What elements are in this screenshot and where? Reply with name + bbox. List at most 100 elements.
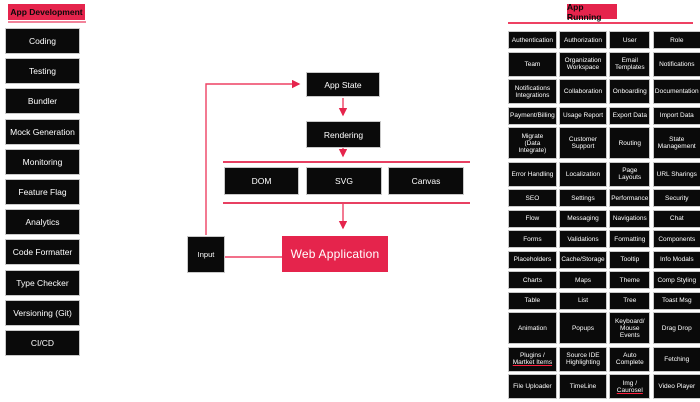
feature-cell: Popups [559, 312, 607, 344]
dev-tool-box: Testing [5, 58, 80, 85]
dom-node: DOM [224, 167, 299, 195]
dev-tool-box: Monitoring [5, 148, 80, 175]
svg-node: SVG [306, 167, 382, 195]
feature-cell: Navigations [609, 209, 651, 228]
feature-label: Comp Styling [657, 276, 697, 284]
feature-label: Authorization [564, 36, 602, 44]
dev-tool-box: Analytics [5, 209, 80, 236]
feature-label: Localization [565, 170, 601, 178]
feature-label: Img / Caurosel [616, 379, 643, 394]
dev-tool-box: Mock Generation [5, 118, 80, 145]
feature-label: Authentication [511, 36, 553, 44]
feature-cell: Validations [559, 230, 607, 248]
feature-cell: Drag Drop [652, 312, 700, 344]
feature-cell: Theme [609, 271, 651, 289]
feature-label: Email Templates [614, 57, 645, 71]
feature-label: Performance [611, 194, 649, 202]
feature-cell: Fetching [652, 346, 700, 372]
feature-label: TimeLine [569, 383, 597, 390]
feature-cell: Migrate (Data Integrate) [508, 127, 557, 159]
left-title-underline [8, 21, 86, 23]
feature-cell: Forms [508, 230, 557, 248]
feature-label: Team [524, 60, 541, 68]
left-panel-title: App Development [8, 4, 85, 20]
dev-tool-box: Versioning (Git) [5, 299, 80, 326]
web-application-node: Web Application [282, 236, 388, 272]
feature-cell: Plugins / Martket Items [508, 346, 557, 372]
feature-label: Forms [523, 235, 542, 243]
feature-label: Info Modals [659, 256, 694, 263]
feature-cell: Routing [609, 127, 651, 159]
feature-label: Maps [575, 276, 591, 284]
feature-cell: Collaboration [559, 79, 607, 104]
feature-cell: Img / Caurosel [609, 374, 651, 399]
feature-label: Theme [619, 276, 640, 284]
dev-tool-label: Code Formatter [12, 247, 73, 258]
dev-tools-list: Coding Testing Bundler Mock Generation M… [5, 28, 80, 356]
feature-cell: State Management [652, 127, 700, 159]
feature-label: Charts [522, 276, 542, 284]
feature-cell: Table [508, 291, 557, 310]
feature-label: Keyboard/ Mouse Events [614, 317, 645, 339]
feature-cell: Authentication [508, 31, 557, 49]
feature-label: Notifications Integrations [514, 84, 551, 99]
feature-cell: Messaging [559, 209, 607, 228]
dev-tool-box: Coding [5, 28, 80, 54]
feature-label: URL Sharings [656, 170, 697, 178]
feature-label: Routing [618, 139, 641, 147]
feature-cell: Authorization [559, 31, 607, 49]
feature-cell: Info Modals [652, 250, 700, 269]
dev-tool-label: Feature Flag [18, 186, 67, 197]
dev-tool-box: Code Formatter [5, 239, 80, 266]
feature-label: Navigations [612, 215, 647, 222]
feature-cell: Cache/Storage [559, 250, 607, 269]
feature-label: Formatting [614, 235, 646, 243]
dev-tool-label: Coding [29, 36, 56, 46]
feature-label: List [577, 297, 589, 304]
feature-cell: Toast Msg [652, 291, 700, 310]
feature-label: Table [524, 297, 541, 304]
dev-tool-label: Testing [29, 66, 56, 77]
feature-cell: Organization Workspace [559, 51, 607, 77]
feature-label: Animation [517, 324, 547, 332]
dev-tool-box: Type Checker [5, 269, 80, 296]
feature-label: Export Data [612, 112, 647, 119]
dev-tool-label: Type Checker [16, 277, 69, 288]
rendering-node: Rendering [306, 121, 381, 148]
feature-cell: Error Handling [508, 161, 557, 187]
feature-label: File Uploader [513, 383, 552, 390]
feature-cell: Comp Styling [652, 271, 700, 289]
feature-label: Messaging [567, 215, 599, 222]
feature-label: Customer Support [568, 136, 598, 150]
dev-tool-box: Feature Flag [5, 178, 80, 205]
feature-cell: Tooltip [609, 250, 651, 269]
right-panel-title: App Running [567, 2, 617, 22]
feature-label: Notifications [659, 60, 695, 68]
feature-label: Toast Msg [661, 297, 692, 304]
input-node: Input [187, 236, 225, 273]
feature-cell: Team [508, 51, 557, 77]
dev-tool-label: Analytics [25, 217, 60, 228]
feature-label: Video Player [658, 383, 696, 390]
feature-cell: Chat [652, 209, 700, 228]
feature-label: Tree [623, 297, 637, 304]
feature-cell: Performance [609, 189, 651, 207]
feature-label: Validations [567, 235, 599, 243]
feature-label: Payment/Billing [510, 112, 555, 119]
feature-cell: Notifications Integrations [508, 79, 557, 104]
feature-label: User [622, 36, 637, 44]
feature-cell: Tree [609, 291, 651, 310]
feature-label: Settings [571, 194, 595, 202]
feature-cell: Export Data [609, 106, 651, 125]
feature-label: Fetching [664, 355, 690, 363]
dev-tool-label: Monitoring [22, 156, 63, 167]
feature-cell: SEO [508, 189, 557, 207]
feature-label: Organization Workspace [564, 57, 602, 71]
feature-label: Cache/Storage [561, 256, 605, 263]
feature-cell: Role [652, 31, 700, 49]
app-state-node: App State [306, 72, 380, 97]
feature-label: Tooltip [620, 256, 640, 263]
feature-label: Security [665, 194, 689, 202]
feature-label: Chat [669, 215, 684, 222]
feature-cell: Components [652, 230, 700, 248]
